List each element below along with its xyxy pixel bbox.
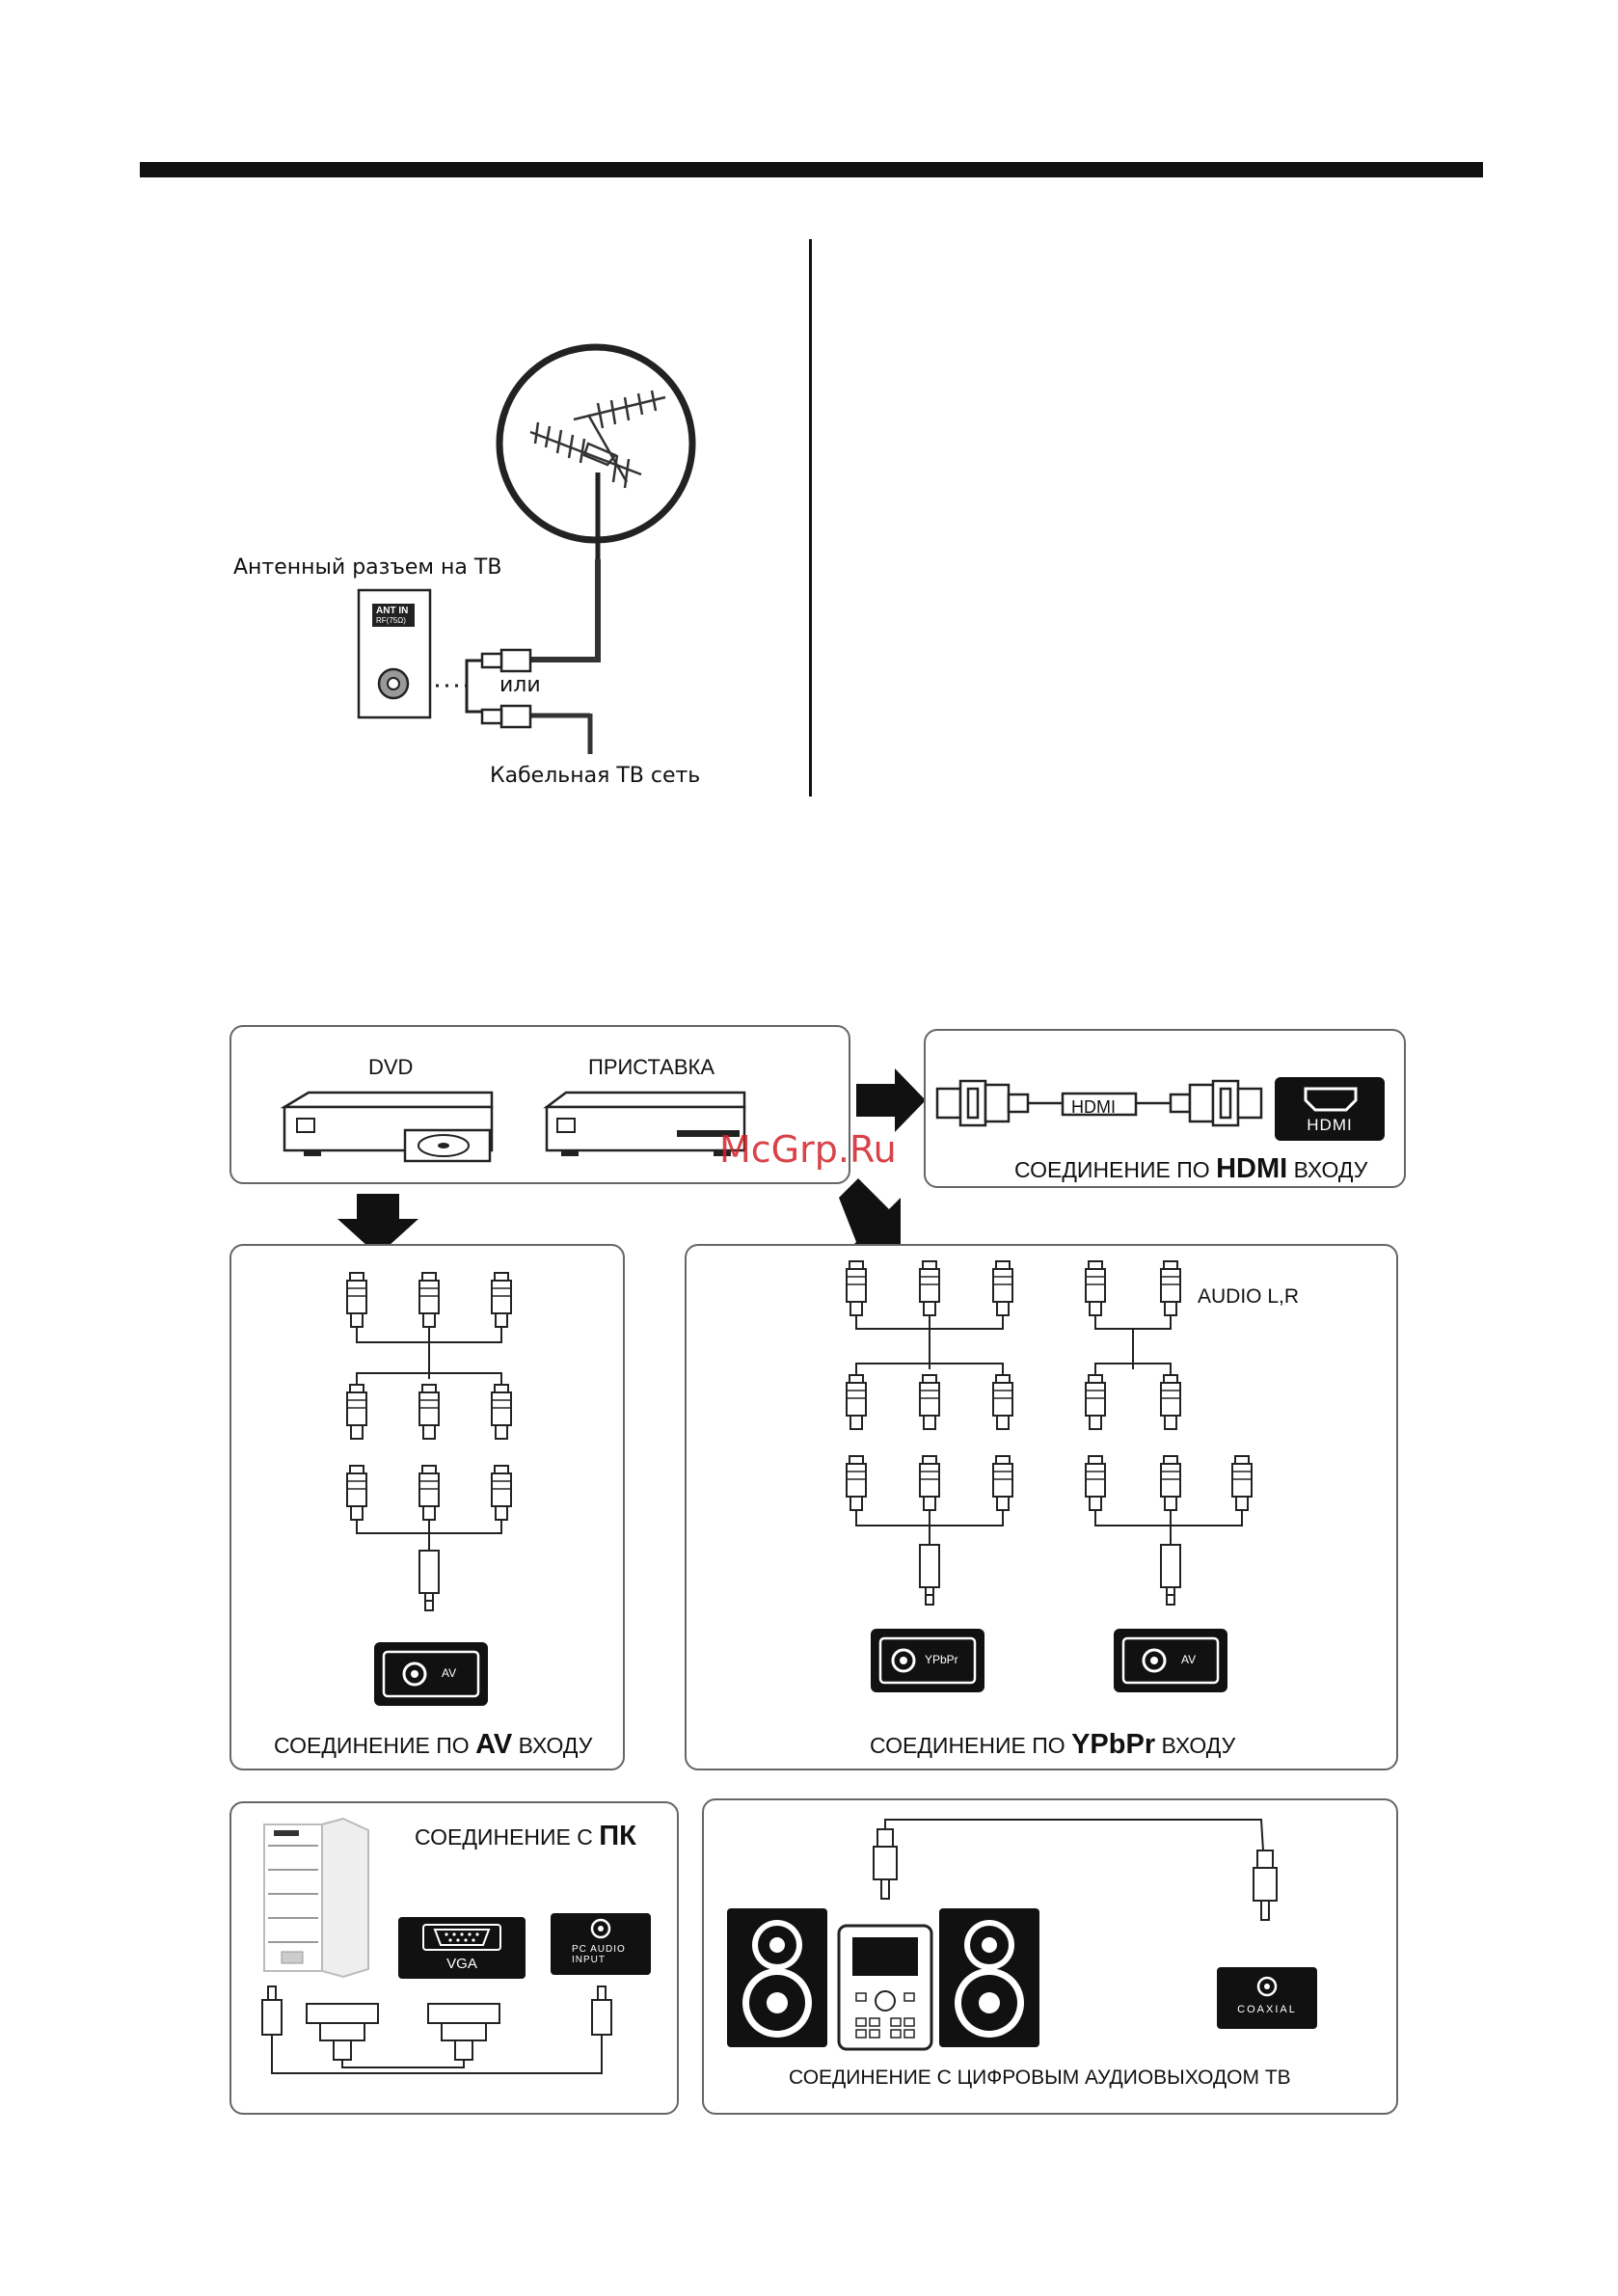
hdmi-port-icon: [1304, 1087, 1358, 1112]
antenna-cable: [0, 0, 1618, 868]
audio-system-icon: [837, 1924, 933, 2051]
av-cable-diagram: [229, 1244, 625, 1678]
watermark: McGrp.Ru: [719, 1128, 897, 1171]
ypbpr-port: YPbPr: [871, 1629, 984, 1692]
av-port-icon: [382, 1650, 480, 1698]
ypbpr-av-port: AV: [1114, 1629, 1227, 1692]
ypbpr-av-port-label: AV: [1181, 1653, 1196, 1666]
ypbpr-port-label: YPbPr: [925, 1653, 958, 1666]
pc-audio-port: PC AUDIO INPUT: [551, 1913, 651, 1975]
hdmi-port-label: HDMI: [1275, 1116, 1385, 1135]
or-label: или: [499, 673, 541, 697]
ypbpr-caption: СОЕДИНЕНИЕ ПО YPbPr ВХОДУ: [870, 1729, 1235, 1761]
pc-audio-label-2: INPUT: [572, 1955, 606, 1965]
hdmi-caption: СОЕДИНЕНИЕ ПО HDMI ВХОДУ: [1014, 1153, 1367, 1185]
pc-audio-jack-icon: [589, 1917, 612, 1940]
set-top-box-label: ПРИСТАВКА: [588, 1055, 715, 1080]
coaxial-port: COAXIAL: [1217, 1967, 1317, 2029]
speaker-icon: [937, 1906, 1043, 2051]
av-caption: СОЕДИНЕНИЕ ПО AV ВХОДУ: [274, 1729, 592, 1761]
right-arrow-icon: [856, 1068, 926, 1132]
dvd-label: DVD: [368, 1055, 413, 1080]
diagonal-arrow-icon: [839, 1178, 916, 1254]
ypbpr-cable-diagram: [685, 1244, 1398, 1678]
hdmi-cable-label: HDMI: [1071, 1097, 1116, 1118]
dvd-player-icon: [280, 1088, 501, 1170]
coaxial-label: COAXIAL: [1217, 2004, 1317, 2015]
av-port-icon: [1121, 1636, 1220, 1685]
hdmi-port: HDMI: [1275, 1077, 1385, 1141]
vga-port-icon: [421, 1923, 502, 1952]
speaker-icon: [725, 1906, 831, 2051]
coaxial-jack-icon: [1255, 1975, 1279, 1998]
pc-cable-diagram: [229, 1986, 679, 2093]
cable-tv-label: Кабельная ТВ сеть: [490, 764, 700, 788]
port-sublabel-ant-in: RF(75Ω): [376, 616, 406, 625]
port-label-ant-in: ANT IN: [376, 606, 408, 616]
av-port: AV: [374, 1642, 488, 1706]
vga-port: VGA: [398, 1917, 526, 1979]
audio-lr-label: AUDIO L,R: [1198, 1285, 1299, 1309]
vga-label: VGA: [398, 1956, 526, 1972]
coaxial-caption: СОЕДИНЕНИЕ С ЦИФРОВЫМ АУДИОВЫХОДОМ ТВ: [789, 2066, 1291, 2090]
pc-tower-icon: [255, 1817, 380, 1981]
pc-caption: СОЕДИНЕНИЕ С ПК: [415, 1821, 636, 1852]
av-port-label: AV: [442, 1666, 456, 1680]
tv-jack-label: Антенный разъем на ТВ: [233, 555, 501, 580]
pc-audio-label-1: PC AUDIO: [572, 1944, 626, 1955]
